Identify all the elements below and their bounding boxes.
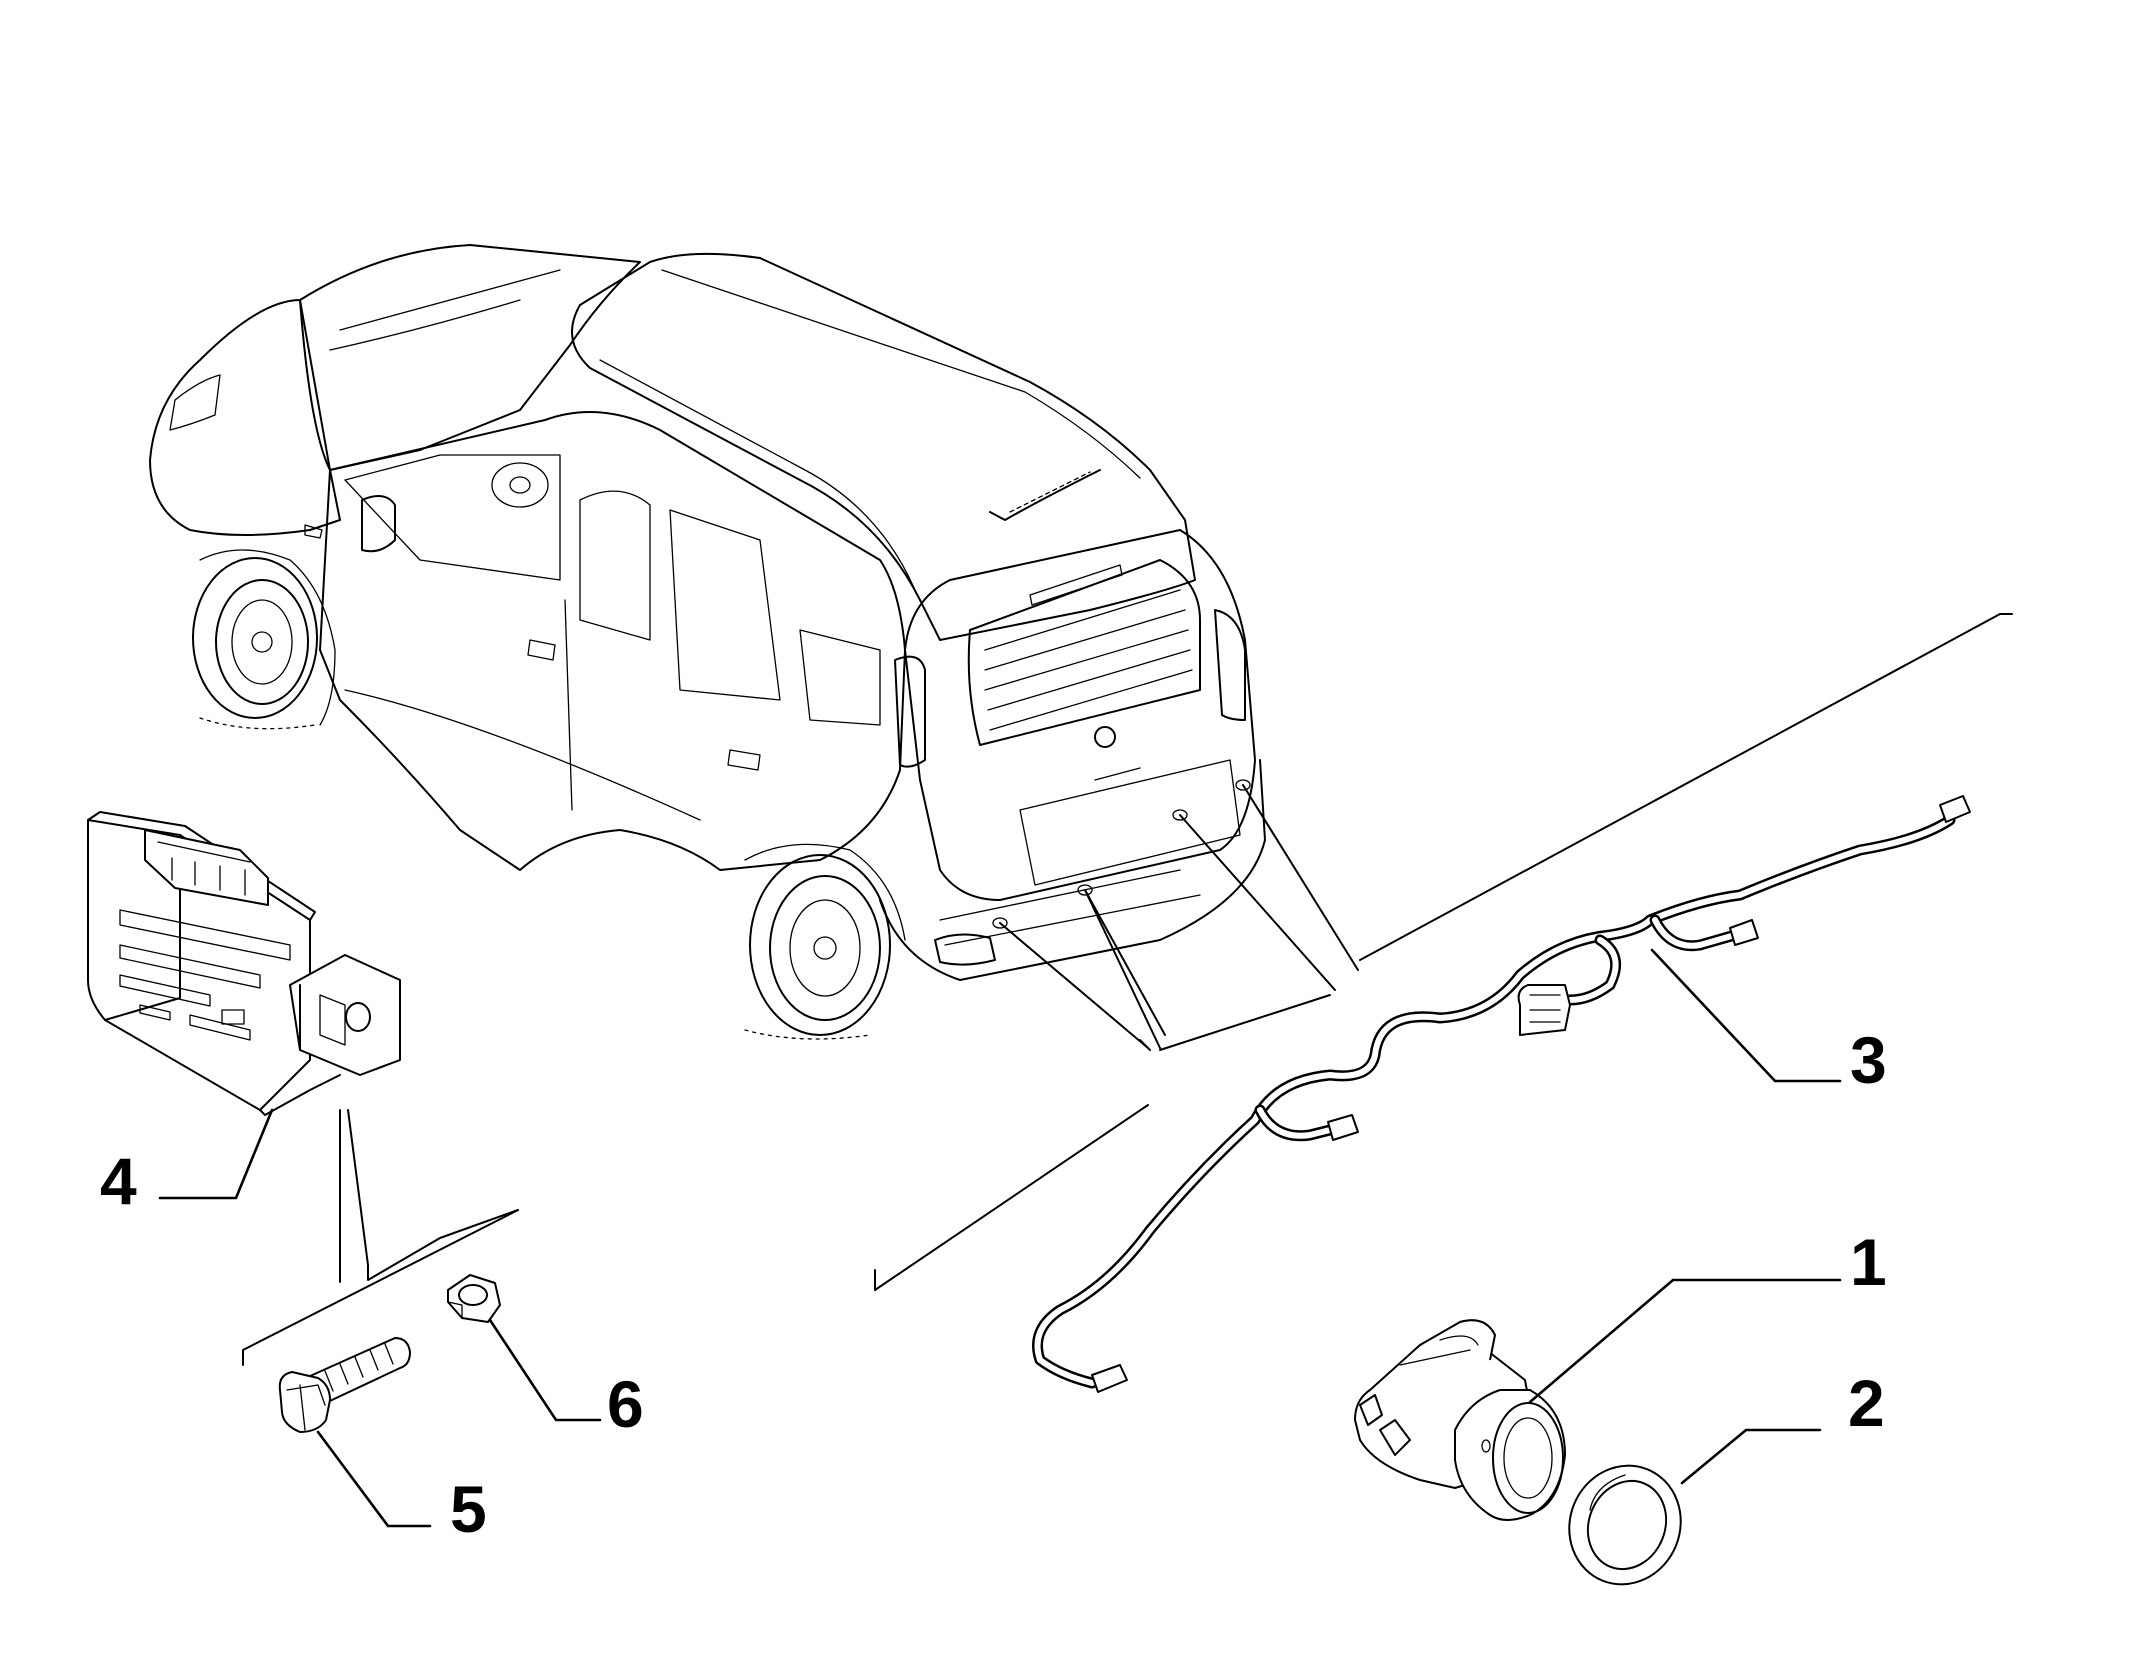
- control-unit: [87, 811, 401, 1116]
- sensor-location-leaders: [999, 784, 1359, 1051]
- harness-bracket: [874, 613, 2013, 1291]
- car-illustration: [149, 244, 1266, 1040]
- parking-sensor: [1354, 1319, 1566, 1521]
- fastener-bracket: [242, 1109, 519, 1366]
- callout-leaders: [158, 948, 1842, 1528]
- nut: [447, 1274, 501, 1323]
- sensor-ring: [1568, 1464, 1682, 1586]
- callout-3: 3: [1850, 1023, 1887, 1097]
- screw: [278, 1337, 411, 1433]
- callout-5: 5: [450, 1472, 487, 1546]
- sensor-wiring-harness: [1032, 795, 1971, 1393]
- callout-2: 2: [1848, 1366, 1885, 1440]
- callout-4: 4: [100, 1144, 137, 1218]
- callout-6: 6: [607, 1367, 644, 1441]
- callout-1: 1: [1850, 1225, 1887, 1299]
- callout-labels: 1 2 3 4 5 6: [100, 1023, 1887, 1546]
